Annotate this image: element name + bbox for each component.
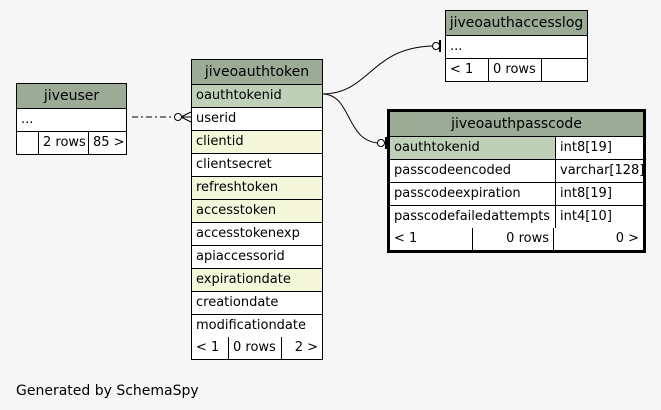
column-name: accesstoken — [196, 203, 277, 218]
optional-circle — [174, 113, 182, 121]
column-name: clientsecret — [196, 157, 272, 172]
column-name: oauthtokenid — [196, 88, 282, 103]
column-type: int8[19] — [555, 183, 643, 205]
table-footer: < 1 0 rows — [446, 59, 587, 81]
column-row[interactable]: clientid — [192, 131, 322, 154]
column-type: varchar[128] — [555, 160, 643, 182]
optional-circle — [377, 139, 385, 147]
column-row[interactable]: accesstokenexp — [192, 223, 322, 246]
column-name: passcodefailedattempts — [394, 209, 551, 224]
children-count[interactable] — [541, 59, 587, 81]
parents-count[interactable]: < 1 — [450, 62, 474, 77]
parents-count[interactable] — [17, 132, 38, 154]
table-title[interactable]: jiveoauthtoken — [192, 60, 322, 85]
column-row[interactable]: passcodeexpiration int8[19] — [390, 183, 643, 206]
ellipsis: ... — [450, 39, 463, 54]
column-row[interactable]: passcodefailedattempts int4[10] — [390, 206, 643, 228]
parents-count[interactable]: < 1 — [196, 340, 220, 355]
column-name: apiaccessorid — [196, 249, 285, 264]
column-row[interactable]: refreshtoken — [192, 177, 322, 200]
column-row[interactable]: clientsecret — [192, 154, 322, 177]
table-title[interactable]: jiveoauthaccesslog — [446, 11, 587, 36]
table-footer: < 1 0 rows 2 > — [192, 337, 322, 359]
table-footer: < 1 0 rows 0 > — [390, 228, 643, 250]
children-count[interactable]: 85 > — [88, 132, 126, 154]
column-row[interactable]: apiaccessorid — [192, 246, 322, 269]
ellipsis: ... — [21, 112, 34, 127]
column-name: refreshtoken — [196, 180, 279, 195]
column-row[interactable]: userid — [192, 108, 322, 131]
table-jiveoauthaccesslog[interactable]: jiveoauthaccesslog ... < 1 0 rows — [445, 10, 588, 82]
column-row[interactable]: accesstoken — [192, 200, 322, 223]
column-type: int4[10] — [555, 206, 643, 228]
column-row[interactable]: creationdate — [192, 292, 322, 315]
parents-count[interactable]: < 1 — [394, 231, 418, 246]
relationship-passcode — [321, 93, 379, 144]
column-name: oauthtokenid — [390, 137, 555, 159]
table-title[interactable]: jiveoauthpasscode — [390, 112, 643, 137]
children-count[interactable]: 2 > — [281, 337, 322, 359]
column-row[interactable]: oauthtokenid — [192, 85, 322, 108]
relationship-accesslog — [321, 45, 433, 95]
table-title[interactable]: jiveuser — [17, 84, 126, 109]
column-row[interactable]: modificationdate — [192, 315, 322, 337]
column-name: passcodeencoded — [394, 163, 511, 178]
column-row[interactable]: passcodeencoded varchar[128] — [390, 160, 643, 183]
column-name: modificationdate — [196, 318, 306, 333]
row-count: 0 rows — [488, 59, 541, 81]
column-name: expirationdate — [196, 272, 291, 287]
column-name: accesstokenexp — [196, 226, 300, 241]
column-name: userid — [196, 111, 237, 126]
children-count[interactable]: 0 > — [553, 228, 643, 250]
row-count: 2 rows — [38, 132, 88, 154]
column-type: int8[19] — [555, 137, 643, 159]
table-footer: 2 rows 85 > — [17, 132, 126, 154]
column-name: passcodeexpiration — [394, 186, 521, 201]
crowfoot-upper — [180, 111, 192, 118]
generated-by-text: Generated by SchemaSpy — [16, 383, 199, 399]
table-jiveoauthtoken[interactable]: jiveoauthtoken oauthtokenid userid clienti… — [191, 59, 323, 360]
optional-circle — [432, 42, 440, 50]
column-row[interactable]: expirationdate — [192, 269, 322, 292]
row-count: 0 rows — [472, 228, 553, 250]
row-count: 0 rows — [228, 337, 281, 359]
table-jiveuser[interactable]: jiveuser ... 2 rows 85 > — [16, 83, 127, 155]
crowfoot-lower — [180, 116, 192, 123]
column-name: creationdate — [196, 295, 279, 310]
column-name: clientid — [196, 134, 244, 149]
